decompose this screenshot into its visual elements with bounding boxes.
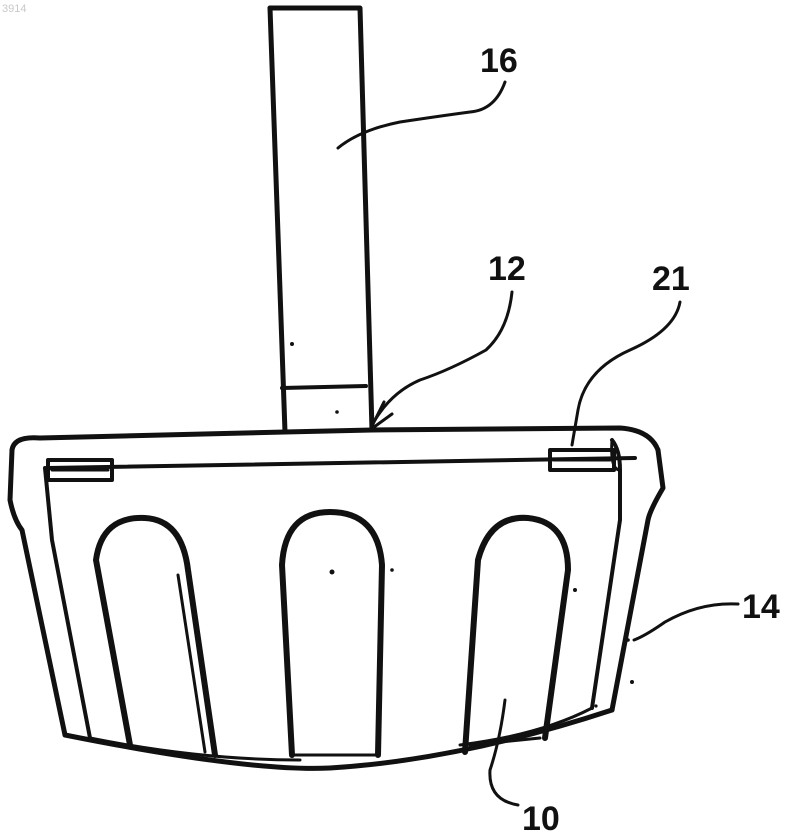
window-right: [465, 518, 634, 752]
ref-10: 10: [522, 800, 560, 838]
ref-16: 16: [480, 42, 518, 80]
leader-12: [375, 292, 512, 420]
ref-12: 12: [488, 250, 526, 288]
window-left: [96, 518, 215, 755]
clip-right: [550, 450, 614, 470]
window-center: [282, 512, 394, 755]
leader-10: [490, 700, 518, 805]
ref-21: 21: [652, 260, 690, 298]
corner-text: 3914: [2, 3, 26, 15]
leader-21: [572, 302, 680, 445]
leader-14: [634, 604, 738, 640]
leader-lines: [338, 82, 738, 805]
handle: [270, 8, 372, 432]
ref-14: 14: [742, 588, 780, 626]
clip-left: [48, 460, 112, 480]
